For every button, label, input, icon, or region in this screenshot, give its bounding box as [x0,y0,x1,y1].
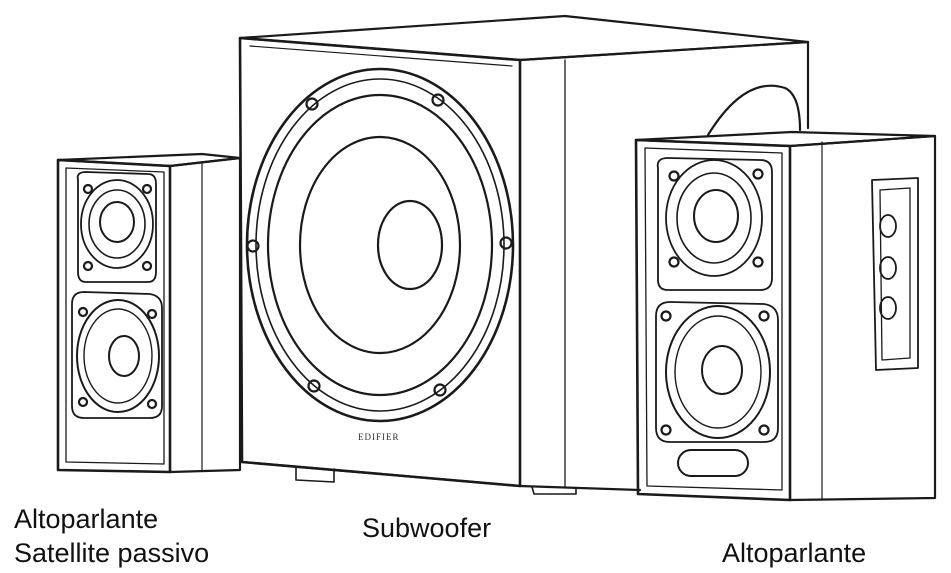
left-speaker-drawing [56,152,242,474]
right-speaker-drawing [634,130,937,502]
subwoofer-label: Subwoofer [362,513,492,543]
left-speaker-label: Altoparlante Satellite passivo [14,502,209,570]
left-speaker-label-line2: Satellite passivo [14,538,210,568]
right-speaker-label: Altoparlante [722,538,867,568]
left-speaker-label-line1: Altoparlante [14,504,159,534]
subwoofer-drawing: EDIFIER [238,14,810,495]
brand-mark: EDIFIER [358,432,400,442]
